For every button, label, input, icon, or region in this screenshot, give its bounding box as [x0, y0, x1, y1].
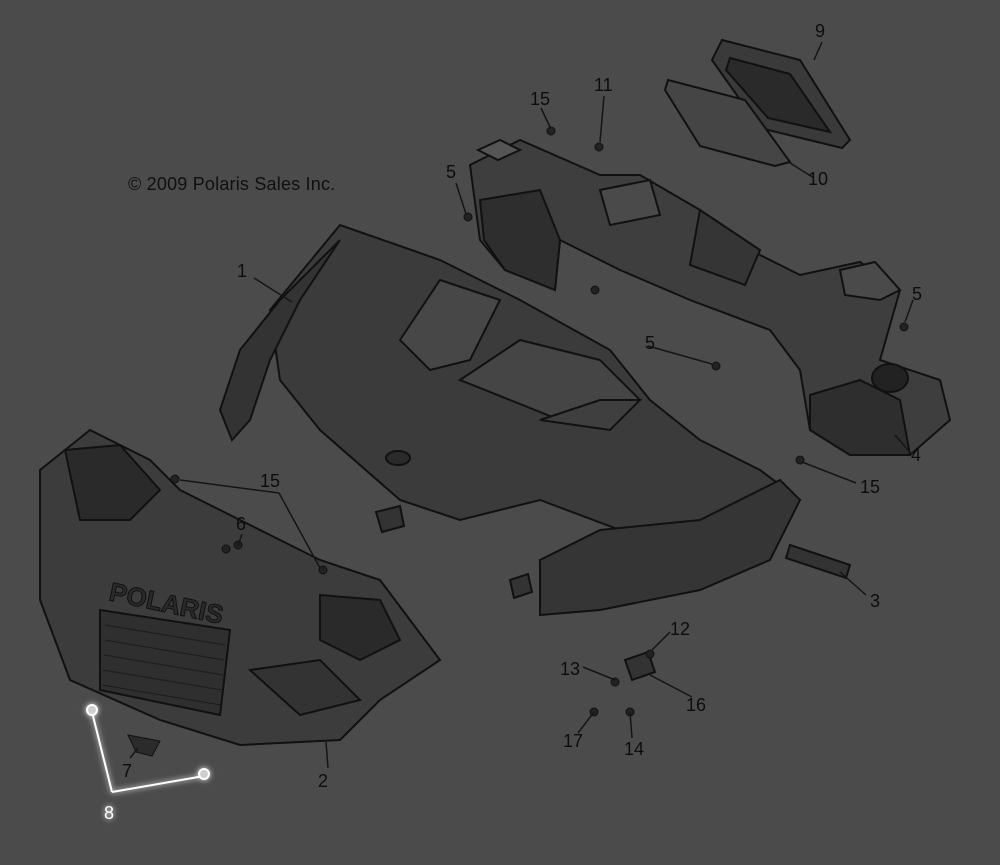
part-16-latch-block [374, 504, 657, 682]
callout-11: 11 [594, 75, 613, 95]
callout-9: 9 [815, 21, 826, 41]
callout-5a: 5 [446, 162, 457, 182]
copyright-notice: © 2009 Polaris Sales Inc. [128, 174, 336, 194]
callout-15b: 15 [260, 471, 281, 491]
callout-1: 1 [237, 261, 248, 281]
callout-6: 6 [236, 514, 247, 534]
callout-15c: 15 [860, 477, 881, 497]
part-2-front-fascia [39, 428, 802, 747]
callout-17: 17 [563, 731, 584, 751]
callout-12: 12 [670, 619, 691, 639]
callout-15a: 15 [530, 89, 551, 109]
part-9-frame [710, 38, 852, 150]
callout-8: 8 [104, 803, 115, 823]
callout-4: 4 [911, 445, 922, 465]
callout-5b: 5 [645, 333, 656, 353]
part-8-highlight-lines [86, 704, 210, 793]
grille-mesh [101, 624, 226, 706]
callout-5c: 5 [912, 284, 923, 304]
part-10-gasket [663, 78, 792, 168]
callout-16: 16 [686, 695, 707, 715]
callout-7: 7 [122, 761, 133, 781]
part-1-hood [218, 223, 802, 531]
callout-13: 13 [560, 659, 581, 679]
callout-3: 3 [870, 591, 881, 611]
callout-2: 2 [318, 771, 329, 791]
leader-lines [129, 41, 914, 769]
part-4-dashboard [468, 138, 952, 456]
callout-14: 14 [624, 739, 645, 759]
callout-10: 10 [808, 169, 829, 189]
